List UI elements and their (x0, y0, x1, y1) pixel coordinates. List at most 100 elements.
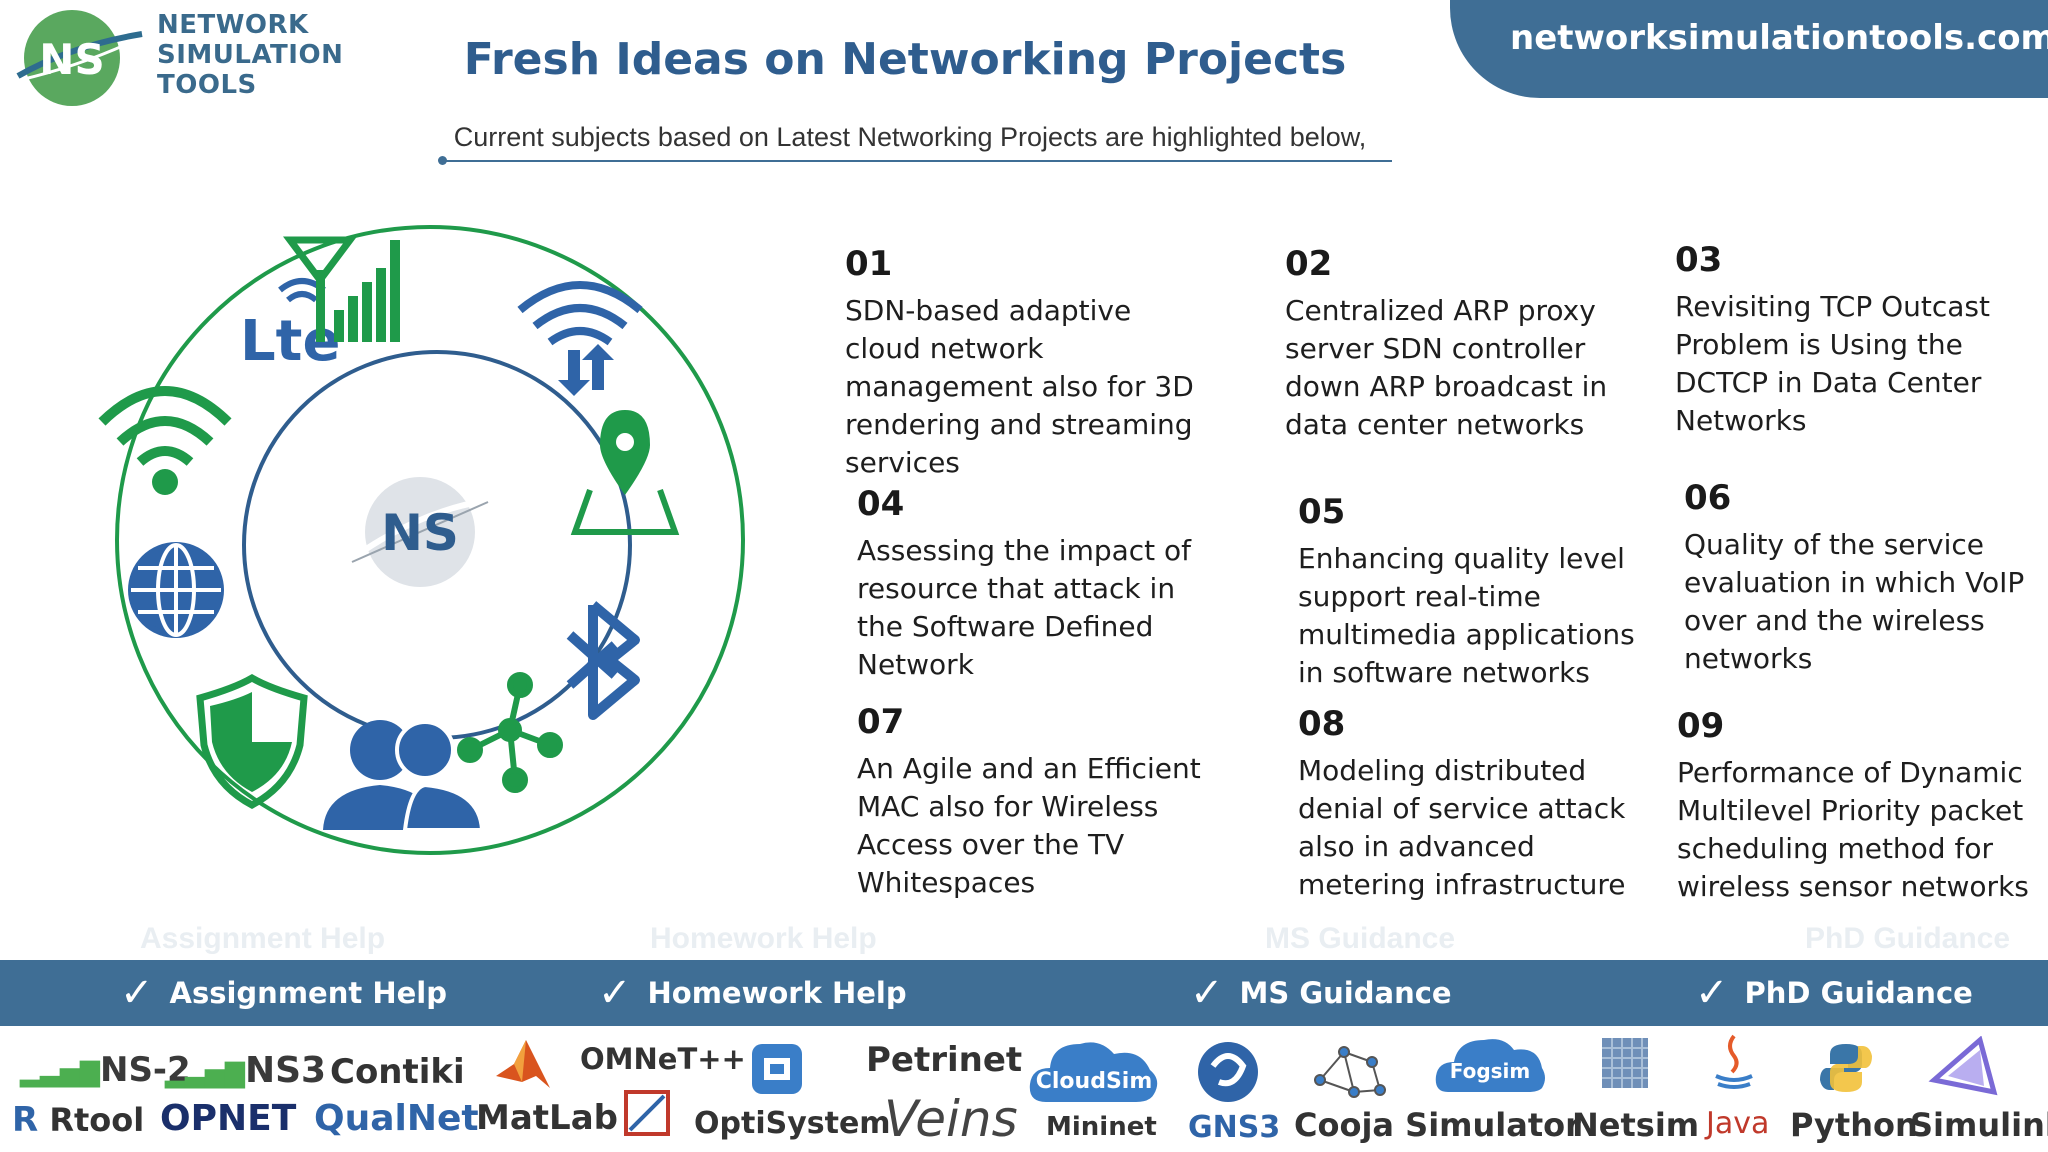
cooja-logo-icon (1310, 1040, 1390, 1106)
topic-number: 06 (1684, 478, 1732, 518)
service-assignment-help[interactable]: ✓ Assignment Help (120, 960, 447, 1026)
python-logo-icon (1818, 1040, 1874, 1100)
checkmark-icon: ✓ (1190, 970, 1224, 1016)
service-reflection: Assignment Help (140, 922, 386, 955)
topic-number: 08 (1298, 704, 1346, 744)
tool-opnet: OPNET (160, 1098, 297, 1139)
network-node-icon (457, 672, 563, 793)
tool-cooja: Cooja Simulator (1294, 1106, 1581, 1144)
tool-ns3: ▂▃▅▇NS3 (165, 1050, 327, 1091)
netsim-logo-icon (1602, 1038, 1648, 1092)
service-reflection: Homework Help (650, 922, 877, 955)
bluetooth-icon (566, 601, 640, 720)
svg-text:NS: NS (39, 35, 104, 84)
topic-text: SDN-based adaptive cloud network managem… (845, 294, 1194, 479)
topic-07: 07 An Agile and an Efficient MAC also fo… (857, 702, 1207, 902)
topic-text: An Agile and an Efficient MAC also for W… (857, 752, 1201, 899)
service-reflection: PhD Guidance (1805, 922, 2011, 955)
topic-05: 05 Enhancing quality level support real-… (1298, 492, 1648, 692)
tool-omnet: OMNeT++ (580, 1042, 746, 1076)
topic-04: 04 Assessing the impact of resource that… (857, 484, 1207, 684)
service-ms-guidance[interactable]: ✓ MS Guidance (1190, 960, 1452, 1026)
subtitle-underline-dot (438, 156, 447, 165)
service-label: Assignment Help (169, 976, 447, 1010)
topic-number: 03 (1675, 240, 1723, 280)
topic-text: Performance of Dynamic Multilevel Priori… (1677, 756, 2029, 903)
tool-ns2: ▂▃▅▇NS-2 (20, 1050, 191, 1090)
java-logo-icon (1708, 1034, 1760, 1098)
signal-bars-icon: ▂▃▅▇ (20, 1058, 100, 1088)
network-icons-ring: NS Lte (80, 210, 800, 870)
tool-netsim: Netsim (1572, 1106, 1700, 1144)
tool-qualnet: QualNet (314, 1098, 479, 1139)
topic-number: 02 (1285, 244, 1333, 284)
logo-wordmark: NETWORK SIMULATION TOOLS (157, 10, 343, 100)
signal-bars-icon (283, 236, 400, 342)
tool-rtool: R Rtool (12, 1100, 145, 1140)
tool-optisystem: OptiSystem (694, 1106, 891, 1141)
checkmark-icon: ✓ (1695, 970, 1729, 1016)
users-icon (323, 720, 485, 832)
logo-line-1: NETWORK (157, 10, 309, 40)
tool-mininet: Mininet (1046, 1112, 1157, 1142)
tool-petrinet: Petrinet (866, 1040, 1023, 1080)
site-url[interactable]: networksimulationtools.com (1510, 18, 2048, 58)
topic-08: 08 Modeling distributed denial of servic… (1298, 704, 1658, 904)
topic-01: 01 SDN-based adaptive cloud network mana… (845, 244, 1195, 482)
svg-text:CloudSim: CloudSim (1036, 1069, 1153, 1094)
matlab-logo-icon (492, 1036, 554, 1096)
topic-number: 07 (857, 702, 905, 742)
topic-text: Assessing the impact of resource that at… (857, 534, 1192, 681)
checkmark-icon: ✓ (598, 970, 632, 1016)
topic-text: Centralized ARP proxy server SDN control… (1285, 294, 1608, 441)
svg-text:Lte: Lte (240, 309, 340, 374)
subtitle-underline (442, 160, 1392, 162)
svg-text:Fogsim: Fogsim (1450, 1059, 1531, 1083)
wifi-transfer-icon (517, 281, 643, 396)
signal-bars-icon: ▂▃▅▇ (165, 1059, 245, 1089)
tool-matlab: MatLab (476, 1098, 618, 1138)
services-bar (0, 960, 2048, 1026)
topic-09: 09 Performance of Dynamic Multilevel Pri… (1677, 706, 2037, 906)
map-pin-icon (570, 410, 680, 535)
topic-number: 09 (1677, 706, 1725, 746)
topic-text: Enhancing quality level support real-tim… (1298, 542, 1635, 689)
tool-gns3: GNS3 (1188, 1110, 1281, 1145)
topic-text: Quality of the service evaluation in whi… (1684, 528, 2025, 675)
tool-veins: Veins (884, 1090, 1018, 1148)
logo-badge: NS (10, 6, 146, 106)
site-url-tab (1450, 0, 2048, 98)
topic-text: Revisiting TCP Outcast Problem is Using … (1675, 290, 1990, 437)
service-reflection: MS Guidance (1265, 922, 1456, 955)
gns3-logo-icon (1195, 1036, 1261, 1112)
r-logo-icon: R (12, 1100, 39, 1140)
tool-fogsim: Fogsim (1434, 1032, 1546, 1102)
tool-simulink: Simulink (1910, 1106, 2048, 1144)
checkmark-icon: ✓ (120, 970, 154, 1016)
service-label: Homework Help (647, 976, 907, 1010)
topic-02: 02 Centralized ARP proxy server SDN cont… (1285, 244, 1635, 444)
topic-text: Modeling distributed denial of service a… (1298, 754, 1626, 901)
tool-java: Java (1706, 1106, 1770, 1141)
service-label: MS Guidance (1239, 976, 1452, 1010)
globe-icon (128, 542, 224, 638)
topic-03: 03 Revisiting TCP Outcast Problem is Usi… (1675, 240, 2025, 440)
topic-number: 05 (1298, 492, 1346, 532)
logo-line-3: TOOLS (157, 70, 257, 100)
service-phd-guidance[interactable]: ✓ PhD Guidance (1695, 960, 1973, 1026)
svg-text:NS: NS (381, 504, 459, 562)
tool-python: Python (1790, 1106, 1918, 1144)
topic-number: 04 (857, 484, 905, 524)
optisystem-logo-icon (748, 1040, 806, 1102)
tool-contiki: Contiki (330, 1052, 465, 1092)
service-homework-help[interactable]: ✓ Homework Help (598, 960, 907, 1026)
topic-06: 06 Quality of the service evaluation in … (1684, 478, 2034, 678)
simulink-logo-icon (1928, 1035, 2000, 1102)
page-title: Fresh Ideas on Networking Projects (463, 34, 1347, 85)
tool-cloudsim: CloudSim (1028, 1032, 1160, 1112)
service-label: PhD Guidance (1744, 976, 1973, 1010)
shield-icon (196, 673, 308, 809)
topic-number: 01 (845, 244, 893, 284)
lte-icon: Lte (240, 278, 340, 374)
ns-center-logo: NS (348, 477, 491, 587)
